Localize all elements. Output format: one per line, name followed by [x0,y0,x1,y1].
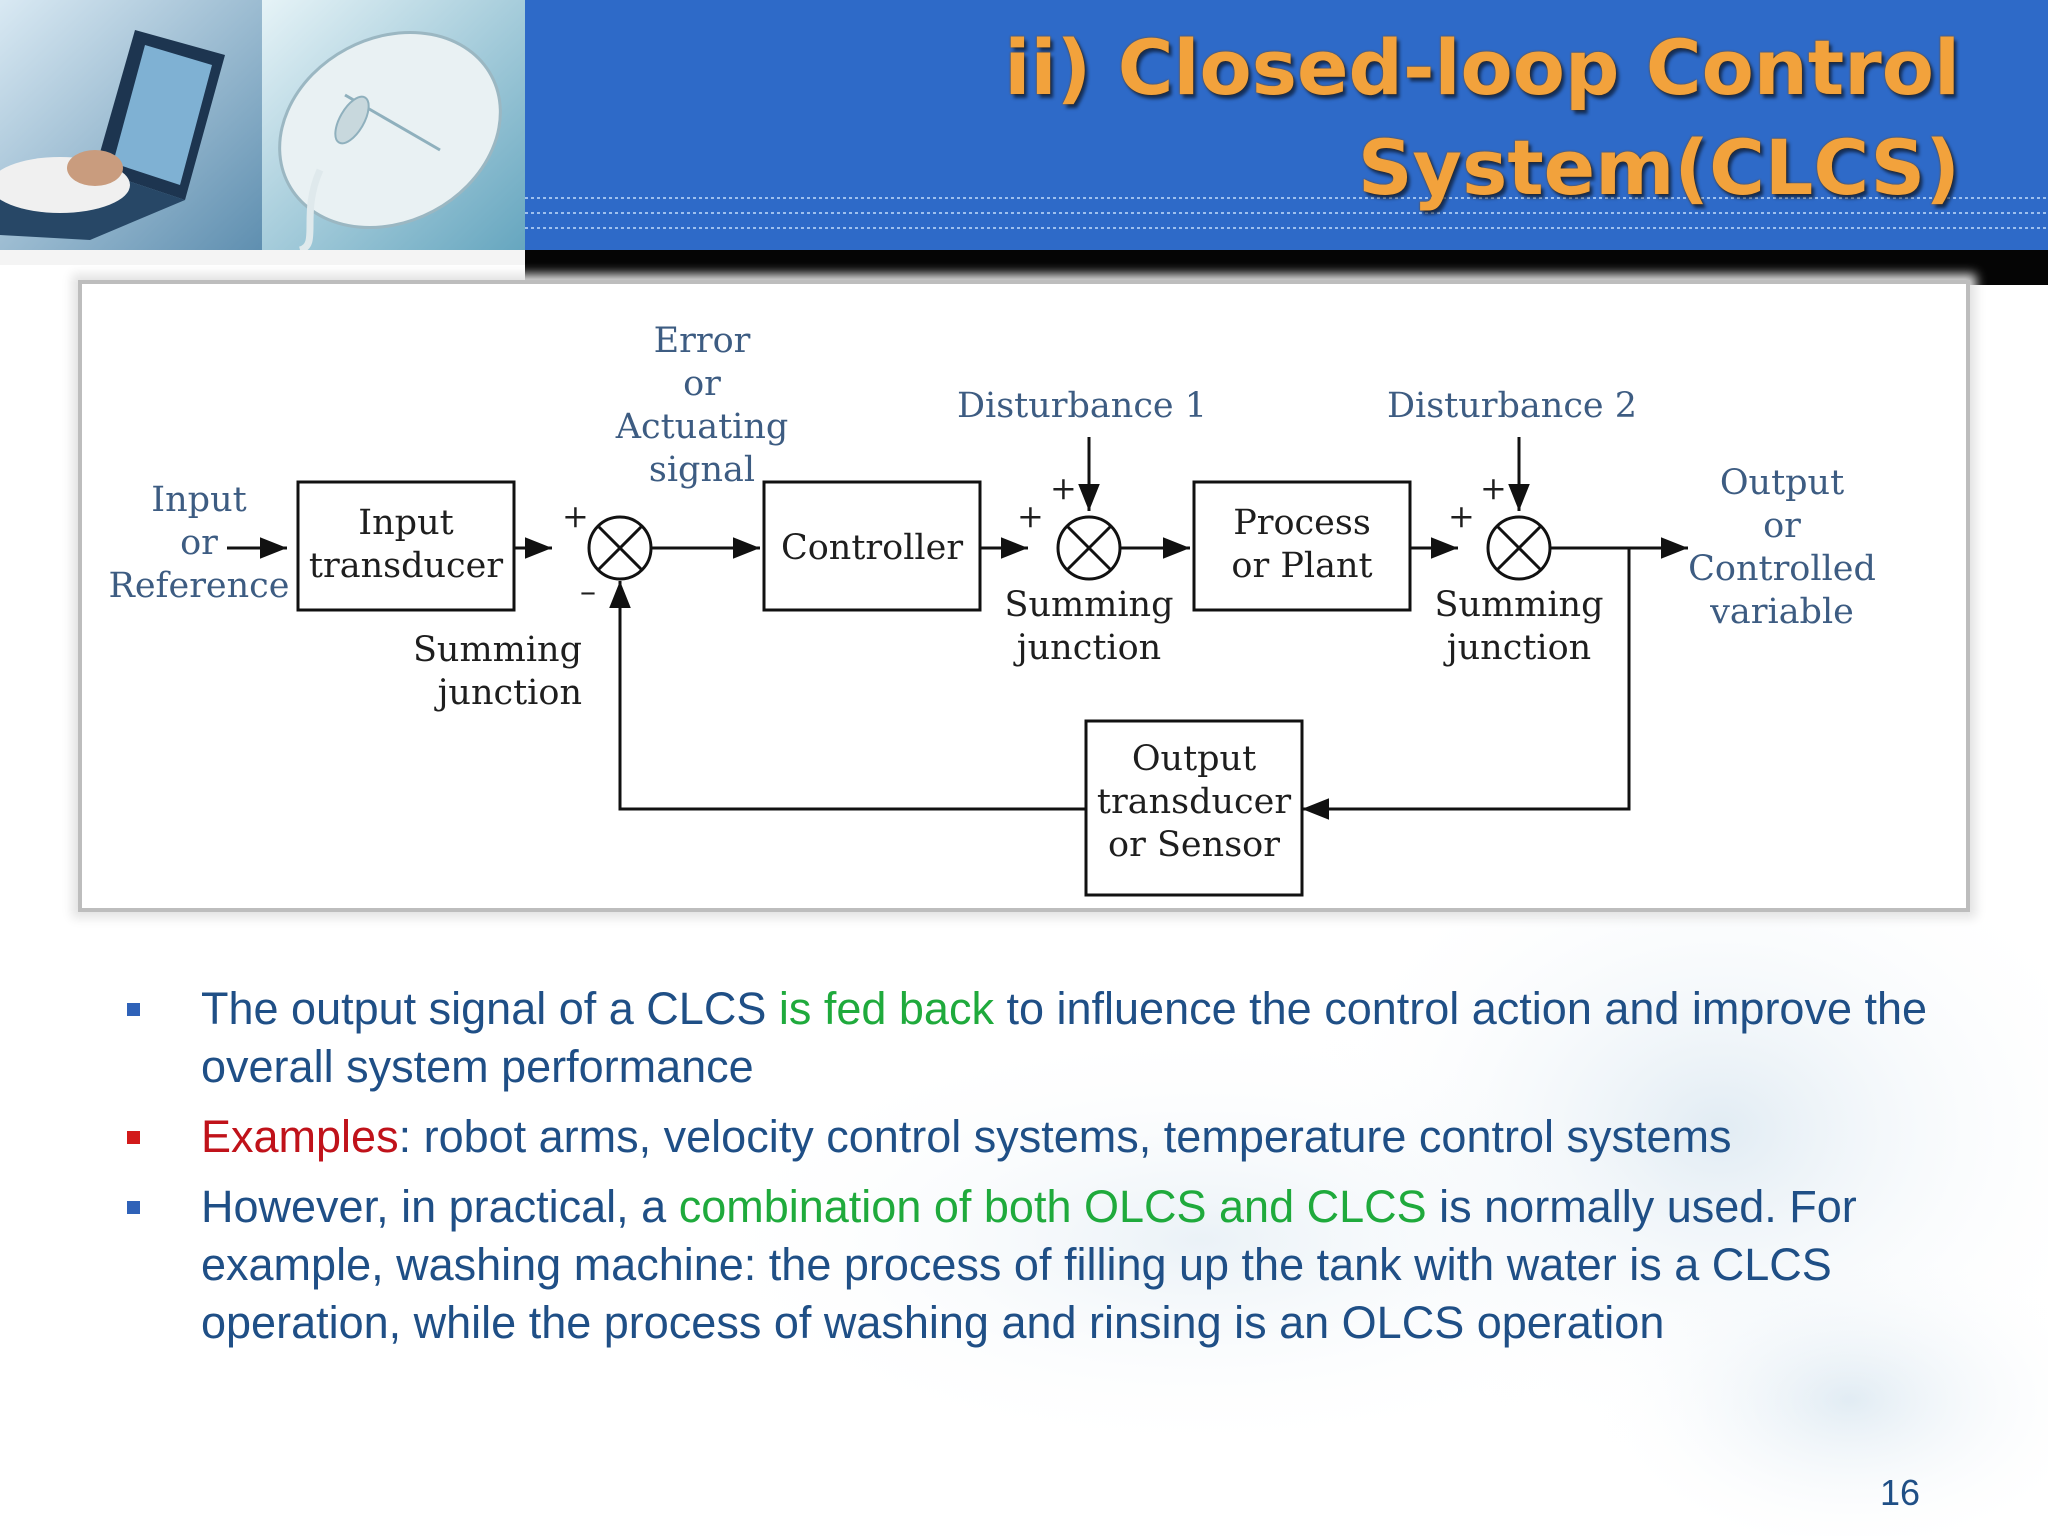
disturbance2-label: Disturbance 2 [1387,386,1637,426]
sensor-label-line1: Output [1132,739,1256,779]
bullet-item: However, in practical, a combination of … [125,1178,1955,1352]
bullet-square-icon [127,1201,140,1214]
laptop-and-mouse-photo [0,0,525,250]
error-label-line3: Actuating [615,407,789,447]
output-label-line4: variable [1709,592,1854,632]
controller-block [762,480,982,612]
bullet3-text-a: However, in practical, a [201,1181,679,1232]
sum2-label-line1: Summing [1004,585,1173,625]
bullet3-text-b: is normally used. For example, washing m… [201,1181,1857,1348]
bullet-square-icon [127,1003,140,1016]
bullet-list: The output signal of a CLCS is fed back … [125,980,1955,1364]
bullet2-text: : robot arms, velocity control systems, … [398,1111,1732,1162]
output-label-line2: or [1763,506,1801,546]
sum2-top-plus: + [1050,469,1077,507]
sum2-left-plus: + [1017,497,1044,535]
sum3-label-line1: Summing [1434,585,1603,625]
sum2-label-line2: junction [1013,628,1161,668]
slide-title: ii) Closed-loop Control System(CLCS) [540,18,1960,218]
disturbance1-label: Disturbance 1 [957,386,1207,426]
error-label-line4: signal [649,450,755,490]
input-transducer-line2: transducer [309,546,503,586]
controller-label: Controller [781,528,963,568]
bullet-item: The output signal of a CLCS is fed back … [125,980,1955,1096]
page-number: 16 [1880,1472,1921,1513]
sum3-label-line2: junction [1443,628,1591,668]
sum3-left-plus: + [1448,497,1475,535]
summing-junction-3 [1486,515,1552,581]
bullet1-text-b: to influence the control action and impr… [201,983,1928,1092]
title-line-1: ii) Closed-loop Control [1004,23,1960,112]
error-label-line1: Error [654,321,751,361]
sum3-top-plus: + [1480,469,1507,507]
block-diagram: Input or Reference Input transducer + – … [78,280,1970,912]
output-transducer-block [1084,719,1304,897]
feedback-line-to-sum1 [609,581,1086,811]
bullet1-text-a: The output signal of a CLCS [201,983,779,1034]
bullet3-highlight: combination of both OLCS and CLCS [678,1181,1427,1232]
output-label-line1: Output [1720,463,1844,503]
process-block [1192,480,1412,612]
sum1-label-line1: Summing [413,630,582,670]
sum1-plus-sign: + [562,497,589,535]
summing-junction-1 [587,515,653,581]
input-transducer-block [296,480,516,612]
clcs-block-diagram: Input or Reference Input transducer + – … [108,321,1876,897]
process-label-line2: or Plant [1231,546,1372,586]
bullet-item: Examples: robot arms, velocity control s… [125,1108,1955,1166]
process-label-line1: Process [1233,503,1371,543]
output-label-line3: Controlled [1688,549,1876,589]
summing-junction-2 [1056,515,1122,581]
sensor-label-line2: transducer [1097,782,1291,822]
bullet2-highlight: Examples [201,1111,399,1162]
input-label-line2: or [180,523,218,563]
input-label-line3: Reference [108,566,289,606]
bullet-square-icon [127,1131,140,1144]
title-line-2: System(CLCS) [1357,123,1960,212]
sum1-minus-sign: – [580,572,596,610]
feedback-line-to-sensor [1302,548,1631,820]
sensor-label-line3: or Sensor [1108,825,1280,865]
bullet1-highlight: is fed back [778,983,994,1034]
sum1-label-line2: junction [434,673,582,713]
error-label-line2: or [683,364,721,404]
input-label-line1: Input [151,480,246,520]
input-transducer-line1: Input [358,503,453,543]
